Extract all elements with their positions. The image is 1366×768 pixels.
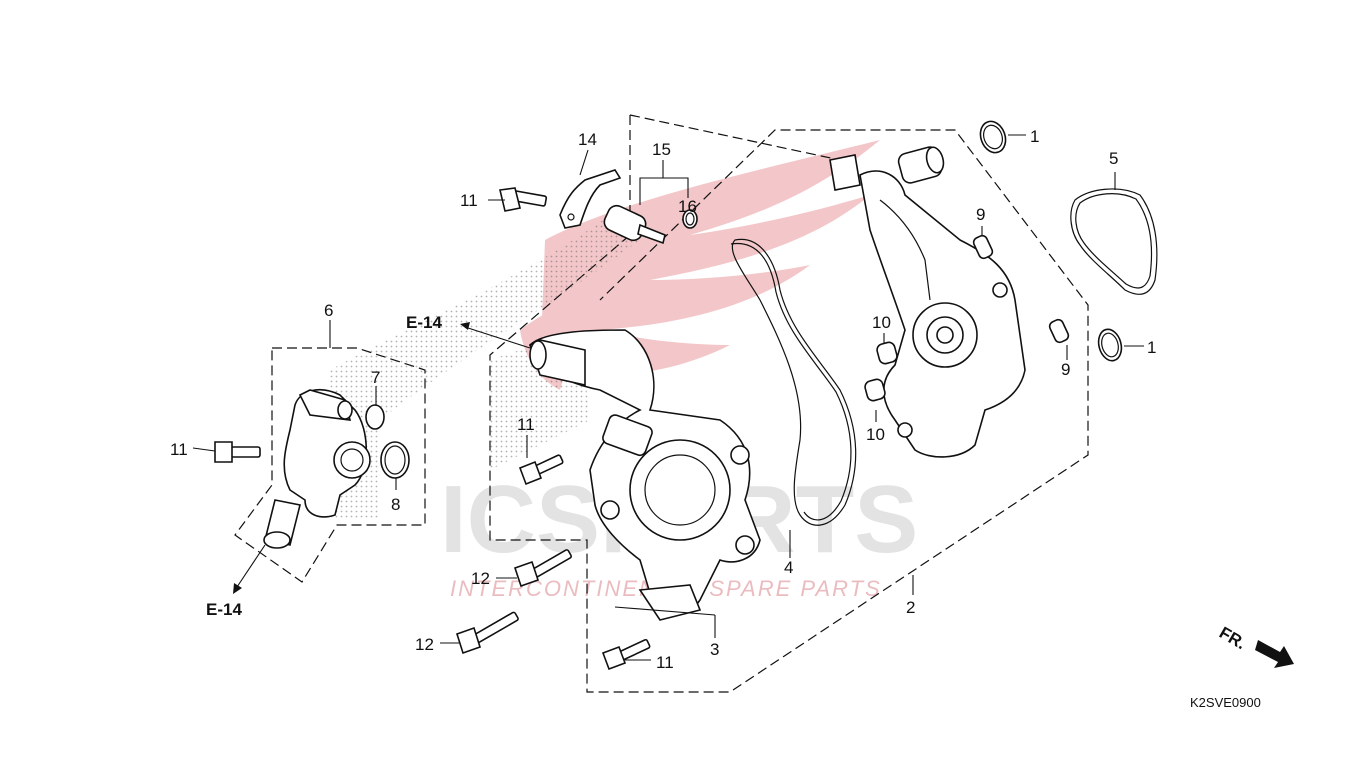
bolt-11-left (214, 441, 261, 463)
bolts (214, 187, 651, 671)
callout-11-middle: 11 (517, 415, 535, 434)
front-arrow-icon (1255, 640, 1294, 668)
gasket (730, 238, 857, 526)
callout-9-lower: 9 (1061, 360, 1070, 379)
callout-2: 2 (906, 598, 915, 617)
callout-1-upper: 1 (1030, 127, 1039, 146)
callout-6: 6 (324, 301, 333, 320)
callout-15: 15 (652, 140, 671, 159)
callout-16: 16 (678, 197, 697, 216)
callout-11-bottom: 11 (656, 653, 674, 672)
callouts: 1 1 2 3 4 5 6 7 8 9 9 10 10 11 11 11 11 … (170, 127, 1156, 672)
pump-cover (529, 329, 761, 621)
callout-11-left: 11 (170, 440, 188, 459)
callout-10-lower: 10 (866, 425, 885, 444)
o-rings-and-dowels (864, 120, 1123, 402)
bolt-11-middle (518, 454, 564, 486)
callout-1-lower: 1 (1147, 338, 1156, 357)
callout-12-lower: 12 (415, 635, 434, 654)
callout-3: 3 (710, 640, 719, 659)
sensor-group (559, 169, 698, 245)
callout-e14-upper: E-14 (406, 313, 442, 332)
bolt-12-upper (513, 549, 572, 588)
callout-10-upper: 10 (872, 313, 891, 332)
gasket-cover (1070, 188, 1158, 295)
front-label: FR. (1216, 623, 1249, 653)
front-direction-marker: FR. (1216, 623, 1294, 668)
water-pump-assembly (829, 146, 1026, 458)
bolt-12-lower (456, 611, 519, 655)
callout-8: 8 (391, 495, 400, 514)
leader-lines (192, 134, 1144, 661)
callout-e14-lower: E-14 (206, 600, 242, 619)
diagram-reference-code: K2SVE0900 (1190, 695, 1261, 710)
bolt-11-top (499, 187, 548, 212)
thermostat-housing (263, 389, 410, 549)
callout-9-upper: 9 (976, 205, 985, 224)
bolt-11-bottom (601, 638, 651, 671)
callout-11-top: 11 (460, 191, 478, 210)
callout-7: 7 (371, 368, 380, 387)
callout-5: 5 (1109, 149, 1118, 168)
callout-12-upper: 12 (471, 569, 490, 588)
callout-4: 4 (784, 558, 793, 577)
callout-14: 14 (578, 130, 597, 149)
